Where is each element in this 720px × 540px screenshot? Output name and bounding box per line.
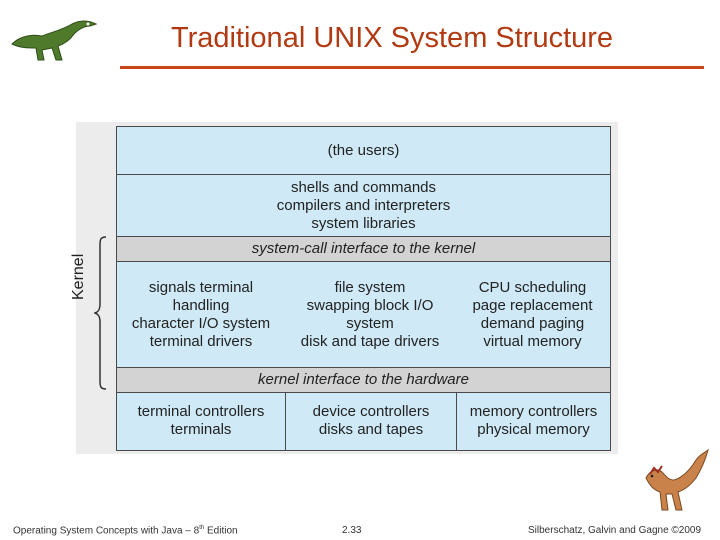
kernel-column: file system swapping block I/O system di… (285, 279, 455, 351)
shells-line: system libraries (311, 215, 416, 232)
kernel-line: system (346, 315, 394, 332)
shells-layer: shells and commands compilers and interp… (117, 175, 610, 237)
hardware-column: memory controllers physical memory (457, 403, 610, 439)
kernel-line: file system (334, 279, 406, 296)
hardware-column: device controllers disks and tapes (286, 403, 456, 439)
shells-line: shells and commands (290, 179, 437, 196)
kernel-line: terminal drivers (149, 333, 253, 350)
kernel-line: swapping block I/O (306, 297, 434, 314)
users-layer: (the users) (117, 127, 610, 175)
hardware-interface-label: kernel interface to the hardware (258, 371, 469, 388)
kernel-line: demand paging (480, 315, 585, 332)
shells-line: compilers and interpreters (276, 197, 451, 214)
dinosaur-mascot-icon (645, 448, 709, 511)
kernel-brace (94, 236, 107, 390)
kernel-line: page replacement (472, 297, 593, 314)
hardware-column: terminal controllers terminals (117, 403, 285, 439)
kernel-layer: signals terminal handling character I/O … (117, 262, 610, 368)
footer-page-number: 2.33 (342, 525, 362, 536)
kernel-label: Kernel (70, 253, 87, 300)
hardware-layer: terminal controllers terminals device co… (117, 393, 610, 450)
hardware-interface-layer: kernel interface to the hardware (117, 368, 610, 393)
dinosaur-logo-icon (11, 20, 98, 61)
kernel-line: disk and tape drivers (300, 333, 440, 350)
syscall-label: system-call interface to the kernel (251, 240, 476, 257)
shells-text: shells and commands compilers and interp… (117, 179, 610, 233)
footer-edition-sup: th (199, 525, 205, 531)
column-divider (456, 393, 457, 450)
hardware-line: memory controllers (469, 403, 598, 420)
kernel-line: character I/O system (131, 315, 271, 332)
kernel-line: CPU scheduling (478, 279, 587, 296)
hardware-line: terminals (170, 421, 232, 438)
users-label: (the users) (327, 142, 400, 159)
kernel-line: handling (172, 297, 230, 314)
syscall-interface-layer: system-call interface to the kernel (117, 237, 610, 262)
kernel-line: signals terminal (148, 279, 254, 296)
unix-structure-diagram: (the users) shells and commands compiler… (116, 126, 611, 451)
footer-left: Operating System Concepts with Java – 8t… (13, 525, 238, 536)
title-underline (120, 66, 704, 69)
kernel-column: CPU scheduling page replacement demand p… (455, 279, 610, 351)
footer-book-title: Operating System Concepts with Java – 8 (13, 525, 200, 537)
page-title: Traditional UNIX System Structure (170, 22, 614, 54)
kernel-line: virtual memory (483, 333, 582, 350)
footer-copyright: Silberschatz, Galvin and Gagne ©2009 (528, 525, 702, 536)
hardware-line: disks and tapes (318, 421, 424, 438)
hardware-line: physical memory (477, 421, 590, 438)
kernel-column: signals terminal handling character I/O … (117, 279, 285, 351)
column-divider (285, 393, 286, 450)
footer-edition-suffix: Edition (204, 525, 238, 537)
hardware-line: device controllers (312, 403, 430, 420)
hardware-line: terminal controllers (137, 403, 265, 420)
